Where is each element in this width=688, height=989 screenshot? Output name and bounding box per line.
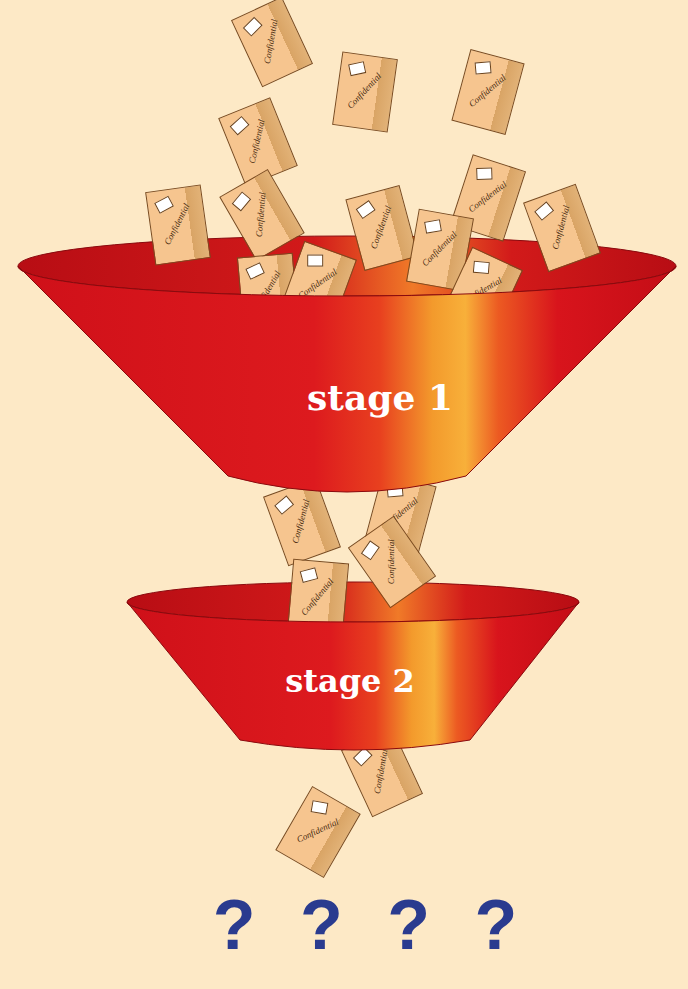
document-window (356, 200, 376, 219)
document-window (473, 261, 490, 274)
document-label: Confidential (245, 109, 269, 174)
document-window (424, 219, 442, 234)
stage-label: stage 1 (280, 376, 480, 418)
confidential-document: Confidential (332, 51, 398, 132)
document-window (534, 201, 554, 220)
document-label: Confidential (260, 9, 281, 74)
confidential-document: Confidential (275, 786, 360, 878)
document-label: Confidential (287, 813, 349, 849)
document-window (476, 167, 492, 180)
funnel-stage: stage 2 (127, 582, 579, 754)
document-window (361, 540, 380, 560)
document-window (311, 800, 329, 815)
document-window (475, 61, 492, 74)
question-marks: ? ? ? ? (180, 885, 550, 965)
document-label: Confidential (386, 530, 396, 594)
document-label: Confidential (288, 489, 314, 553)
document-window (232, 191, 251, 211)
document-window (274, 495, 294, 514)
document-window (243, 17, 263, 37)
document-label: Confidential (253, 182, 269, 247)
stage-label: stage 2 (250, 662, 450, 700)
document-window (300, 567, 319, 583)
funnel-body (127, 602, 579, 750)
funnel-body (18, 266, 676, 492)
document-window (245, 262, 265, 280)
document-label: Confidential (548, 195, 574, 259)
funnel-shape (18, 236, 676, 498)
document-label: Confidential (459, 173, 516, 220)
document-label: Confidential (460, 66, 515, 115)
document-window (348, 61, 366, 76)
confidential-document: Confidential (451, 49, 524, 135)
document-window (307, 255, 323, 267)
confidential-document: Confidential (145, 184, 211, 265)
funnel-stage: stage 1 (18, 236, 676, 498)
confidential-document: Confidential (231, 0, 313, 87)
document-window (230, 116, 250, 136)
document-window (154, 196, 174, 214)
